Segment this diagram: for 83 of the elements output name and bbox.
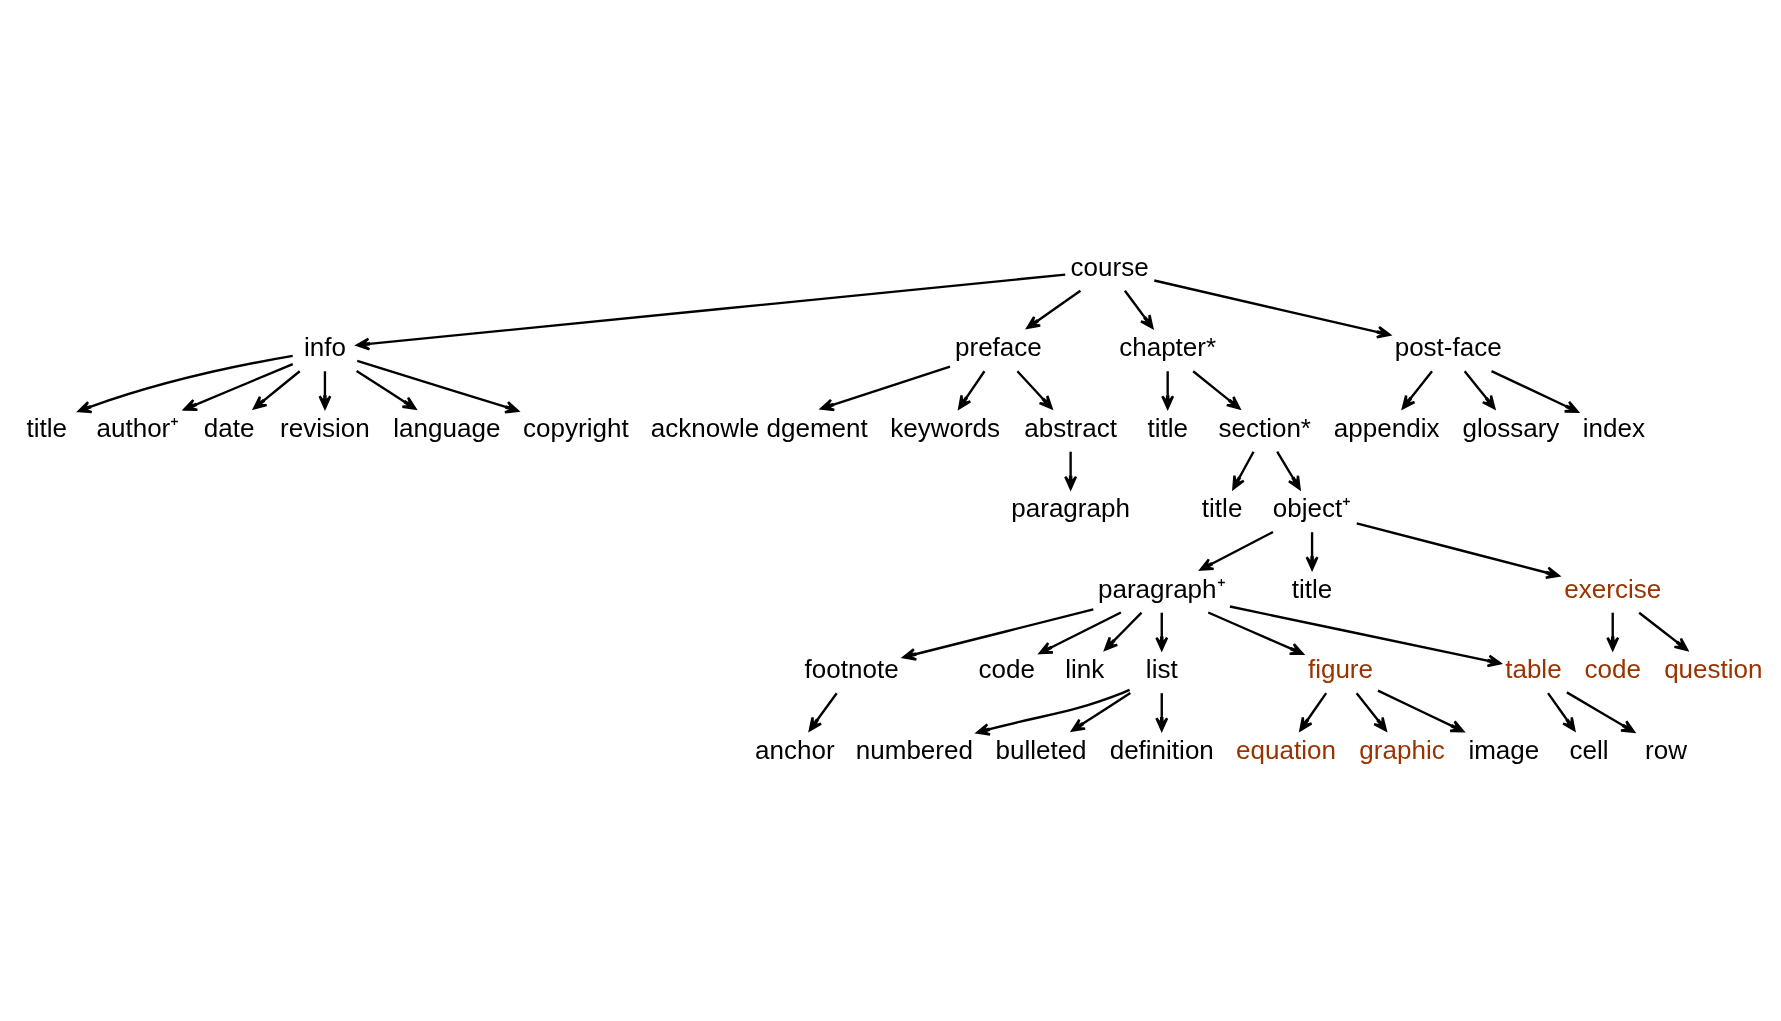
arrow [1154,693,1168,732]
node-text: acknowle dgement [650,412,868,443]
arrow [1191,370,1241,410]
arrow [1153,279,1391,339]
arrow [819,365,950,412]
arrow [1103,611,1142,651]
node-text: title [1201,493,1242,524]
node-text: title [26,412,67,443]
arrow [1198,530,1273,571]
arrow [355,370,416,410]
node-text: language [392,412,500,443]
arrow [1401,370,1433,410]
node-text: copyright [522,412,629,443]
node-text: chapter* [1118,332,1216,363]
arrow [975,688,1130,736]
arrow [1565,691,1635,734]
node-text: figure [1307,654,1373,685]
node-text: revision [279,412,370,443]
arrow [1490,370,1579,413]
arrow [1376,689,1464,733]
arrow [1063,451,1077,490]
arrow [1355,692,1387,732]
arrow [1154,612,1168,651]
arrow [182,363,293,411]
node-text: equation [1235,734,1336,765]
node-text: row [1644,734,1687,765]
node-text: paragraph [1010,493,1130,524]
node-text: abstract [1023,412,1117,443]
node-text: author⁺ [96,412,179,443]
arrow [1038,611,1121,655]
node-text: image [1467,734,1539,765]
node-text: exercise [1563,573,1661,604]
node-text: object⁺ [1272,493,1351,524]
arrow [1305,532,1319,571]
node-text: graphic [1358,734,1445,765]
node-text: code [977,654,1035,685]
node-text: anchor [754,734,835,765]
node-text: code [1584,654,1641,685]
arrow [1070,692,1131,732]
node-text: glossary [1461,412,1559,443]
arrow [1025,289,1081,330]
arrow [1637,611,1688,652]
arrow [1160,371,1174,410]
node-text: table [1504,654,1562,685]
arrow [317,371,331,410]
arrow [1016,370,1053,410]
arrow [1546,692,1575,732]
node-text: bulleted [994,734,1087,765]
arrow [356,359,519,414]
node-text: list [1145,654,1178,685]
node-text: date [203,412,254,443]
node-text: appendix [1333,412,1439,443]
arrow [252,370,300,410]
node-text: numbered [855,734,973,765]
node-text: link [1064,654,1104,685]
arrow [808,692,838,732]
arrow [77,354,293,414]
node-text: post-face [1394,332,1502,363]
arrow [957,370,985,410]
node-text: question [1663,654,1763,685]
arrow [1298,692,1327,732]
node-text: cell [1569,734,1609,765]
node-text: keywords [889,412,1000,443]
arrow [1229,605,1501,668]
node-text: section* [1217,412,1311,443]
node-text: title [1146,412,1188,443]
arrow [1463,370,1495,410]
arrow [1275,451,1301,490]
arrow [1355,522,1560,580]
node-text: course [1070,251,1149,282]
arrow [1207,611,1304,656]
node-text: paragraph⁺ [1097,573,1226,604]
node-text: footnote [804,654,899,685]
node-text: title [1291,573,1332,604]
node-text: definition [1109,734,1214,765]
arrow [1123,290,1153,329]
arrow [1605,612,1619,651]
node-text: info [303,332,346,363]
node-text: index [1582,412,1645,443]
node-text: preface [954,332,1042,363]
arrow [1231,451,1255,490]
arrow [901,608,1094,661]
arrow [355,273,1065,351]
